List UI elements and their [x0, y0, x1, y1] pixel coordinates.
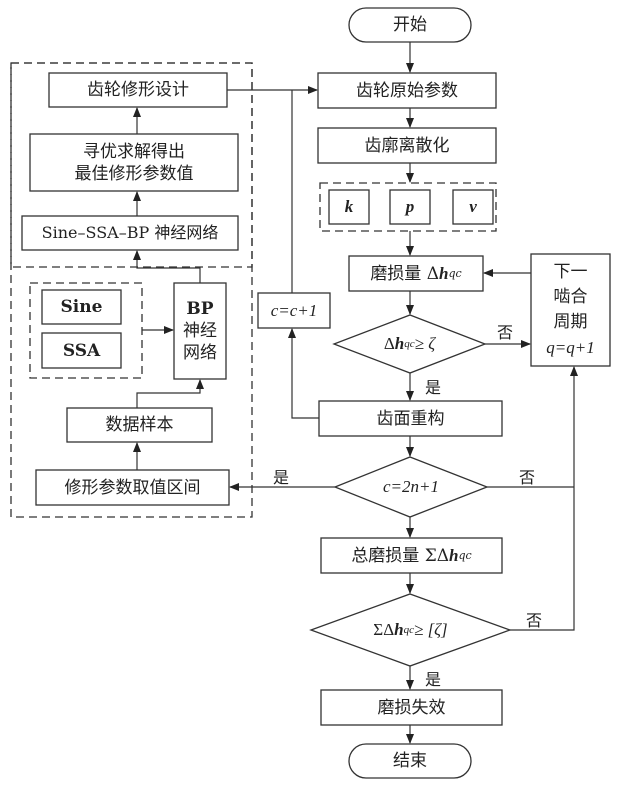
- sine-label: Sine: [60, 297, 103, 317]
- param-k-box[interactable]: k: [329, 190, 369, 224]
- failure-label: 磨损失效: [377, 697, 446, 718]
- param-p-box[interactable]: p: [390, 190, 430, 224]
- total-wear-box-shape: [320, 537, 503, 574]
- counter-label: c=c+1: [270, 300, 318, 320]
- next-cycle-line4: q=q+1: [546, 338, 595, 357]
- failure-box[interactable]: 磨损失效: [321, 690, 502, 725]
- wear-label-var: h: [439, 263, 449, 283]
- params-group: [319, 182, 497, 232]
- decision1-suffix: ≥ ζ: [414, 334, 436, 353]
- edge-label-decision1-no: 否: [497, 323, 514, 342]
- end-terminal[interactable]: 结束: [349, 744, 471, 778]
- bp-box[interactable]: BP 神经 网络: [174, 283, 226, 379]
- next-cycle-line2: 啮合: [553, 287, 588, 307]
- next-cycle-line3: 周期: [553, 312, 588, 332]
- counter-box-shape: [257, 292, 331, 329]
- design-label: 齿轮修形设计: [87, 80, 189, 100]
- surface-rebuild-label: 齿面重构: [376, 408, 445, 429]
- range-box[interactable]: 修形参数取值区间: [36, 470, 229, 505]
- wear-box-shape: [348, 255, 484, 292]
- next-cycle-box-shape: [530, 253, 611, 367]
- end-terminal-shape: [348, 743, 472, 779]
- bp-label-line1: BP: [186, 299, 214, 319]
- param-k-label: k: [344, 197, 354, 216]
- decision1-prefix: Δ: [383, 334, 395, 353]
- param-k-shape: [328, 189, 370, 225]
- total-wear-prefix: 总磨损量 ΣΔ: [351, 545, 450, 566]
- counter-box[interactable]: c=c+1: [258, 293, 330, 328]
- optimize-box[interactable]: 寻优求解得出 最佳修形参数值: [30, 134, 238, 191]
- bp-box-shape: [173, 282, 227, 380]
- optimization-module-border: [10, 62, 253, 518]
- surface-rebuild-box[interactable]: 齿面重构: [319, 401, 502, 436]
- optimize-label-line1: 寻优求解得出: [83, 141, 185, 162]
- param-v-label: v: [469, 197, 477, 216]
- samples-label: 数据样本: [105, 415, 174, 435]
- optimize-label-line2: 最佳修形参数值: [74, 163, 194, 184]
- range-label: 修形参数取值区间: [64, 477, 201, 498]
- optimize-box-shape: [29, 133, 239, 192]
- design-box[interactable]: 齿轮修形设计: [49, 73, 227, 107]
- decision3-suffix: ≥ [ζ]: [413, 620, 448, 639]
- failure-box-shape: [320, 689, 503, 726]
- start-label: 开始: [393, 15, 427, 35]
- bp-label-line3: 网络: [183, 343, 217, 363]
- param-v-box[interactable]: v: [453, 190, 493, 224]
- bp-label-line2: 神经: [183, 321, 217, 341]
- start-terminal[interactable]: 开始: [349, 8, 471, 42]
- discretize-box-shape: [317, 127, 497, 164]
- gear-params-box-shape: [317, 72, 497, 109]
- wear-label-prefix: 磨损量 Δ: [370, 263, 439, 284]
- discretize-label: 齿廓离散化: [364, 135, 450, 156]
- decision3-var: h: [394, 620, 404, 639]
- sine-box-shape: [41, 289, 122, 325]
- network-box-shape: [21, 215, 239, 251]
- samples-box-shape: [66, 407, 213, 443]
- gear-params-box[interactable]: 齿轮原始参数: [318, 73, 496, 108]
- param-p-shape: [389, 189, 431, 225]
- decision1-var: h: [394, 334, 405, 353]
- next-cycle-box[interactable]: 下一 啮合 周期 q=q+1: [531, 254, 610, 366]
- discretize-box[interactable]: 齿廓离散化: [318, 128, 496, 163]
- samples-box[interactable]: 数据样本: [67, 408, 212, 442]
- edge-label-decision2-no: 否: [519, 468, 536, 487]
- design-box-shape: [48, 72, 228, 108]
- network-label: Sine–SSA–BP 神经网络: [41, 223, 219, 242]
- param-p-label: p: [405, 197, 415, 216]
- decision2[interactable]: c=2n+1: [335, 457, 487, 517]
- edge-label-decision3-yes: 是: [425, 670, 442, 689]
- end-label: 结束: [393, 751, 427, 771]
- decision3-prefix: ΣΔ: [373, 620, 395, 639]
- range-box-shape: [35, 469, 230, 506]
- next-cycle-line1: 下一: [553, 262, 588, 282]
- decision2-label: c=2n+1: [383, 477, 439, 496]
- sine-box[interactable]: Sine: [42, 290, 121, 324]
- edge-label-decision1-yes: 是: [425, 378, 442, 397]
- edge-label-decision2-yes: 是: [273, 468, 290, 487]
- ssa-label: SSA: [62, 340, 101, 361]
- gear-params-label: 齿轮原始参数: [356, 80, 458, 101]
- total-wear-var: h: [449, 545, 459, 565]
- ssa-box[interactable]: SSA: [42, 333, 121, 368]
- ssa-box-shape: [41, 332, 122, 369]
- network-box[interactable]: Sine–SSA–BP 神经网络: [22, 216, 238, 250]
- param-v-shape: [452, 189, 494, 225]
- edge-label-decision3-no: 否: [526, 611, 543, 630]
